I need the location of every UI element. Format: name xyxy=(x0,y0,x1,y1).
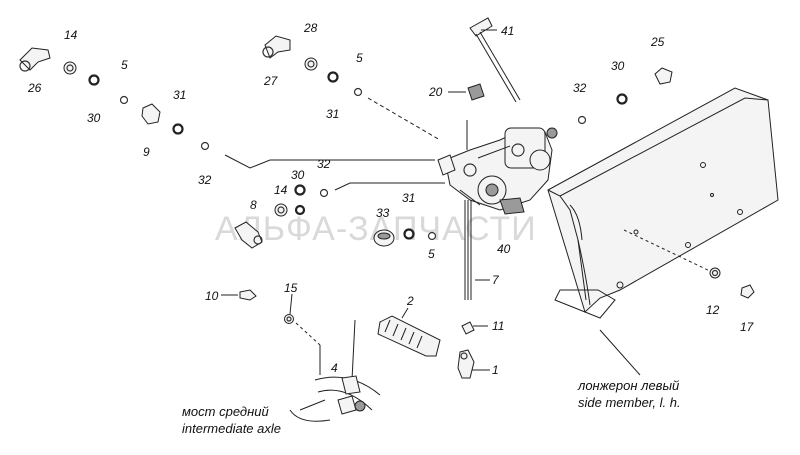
label-31-mid: 31 xyxy=(402,191,415,205)
valve-assembly-40 xyxy=(437,127,558,215)
label-32-right: 32 xyxy=(573,81,587,95)
label-2: 2 xyxy=(406,294,414,308)
label-30-right: 30 xyxy=(611,59,625,73)
nut-15 xyxy=(284,314,294,324)
bolt-10 xyxy=(239,289,257,301)
caption-axle-en: intermediate axle xyxy=(182,421,281,436)
ring-32-right xyxy=(577,115,587,125)
nut-12 xyxy=(709,267,721,279)
ring-30-top xyxy=(88,74,100,86)
label-7: 7 xyxy=(492,273,500,287)
adapter-9 xyxy=(141,103,161,125)
nut-17 xyxy=(740,284,755,299)
ring-31-top xyxy=(327,71,339,83)
label-26: 26 xyxy=(27,81,42,95)
label-28: 28 xyxy=(303,21,318,35)
label-15: 15 xyxy=(284,281,298,295)
fitting-25 xyxy=(654,67,673,85)
ring-32-left xyxy=(200,141,210,151)
cap-33 xyxy=(373,229,395,247)
label-5-bottom: 5 xyxy=(428,247,435,261)
label-33: 33 xyxy=(376,206,390,220)
part-number-labels: 14 26 30 5 9 31 32 28 27 31 5 41 20 32 3… xyxy=(27,21,755,377)
ring-5-bottom xyxy=(427,231,437,241)
label-5-mid: 5 xyxy=(356,51,363,65)
nut-14-mid xyxy=(274,203,288,217)
caption-member-en: side member, l. h. xyxy=(578,395,681,410)
elbow-27 xyxy=(262,35,291,59)
label-10: 10 xyxy=(205,289,219,303)
nut-11 xyxy=(461,321,475,335)
label-4: 4 xyxy=(331,361,338,375)
label-9: 9 xyxy=(143,145,150,159)
label-14-mid: 14 xyxy=(274,183,288,197)
ring-31-mid xyxy=(403,228,415,240)
ring-32-mid xyxy=(319,188,329,198)
caption-axle-ru: мост средний xyxy=(182,404,269,419)
label-30-top: 30 xyxy=(87,111,101,125)
ring-30-b xyxy=(294,204,306,216)
label-32-left: 32 xyxy=(198,173,212,187)
label-14-top: 14 xyxy=(64,28,78,42)
axle-link-4 xyxy=(289,375,381,422)
ring-30-right xyxy=(616,93,628,105)
lever-1 xyxy=(457,349,475,379)
nut-14-top xyxy=(63,61,77,75)
bolt-7 xyxy=(464,200,472,300)
label-40: 40 xyxy=(497,242,511,256)
nut-28 xyxy=(304,57,318,71)
label-30-mid: 30 xyxy=(291,168,305,182)
rod-41 xyxy=(469,17,521,103)
label-31-top: 31 xyxy=(326,107,339,121)
ring-5-mid xyxy=(353,87,363,97)
elbow-26 xyxy=(19,47,51,72)
label-41: 41 xyxy=(501,24,514,38)
label-17: 17 xyxy=(740,320,755,334)
ring-5-top xyxy=(119,95,129,105)
captions: мост средний intermediate axle лонжерон … xyxy=(182,378,681,436)
ring-30-mid xyxy=(294,184,306,196)
label-32-mid: 32 xyxy=(317,157,331,171)
leader-lines xyxy=(221,29,713,411)
side-member xyxy=(547,87,779,319)
label-8: 8 xyxy=(250,198,257,212)
ring-31-left xyxy=(172,123,184,135)
plug-20 xyxy=(467,83,485,101)
label-20: 20 xyxy=(428,85,443,99)
caption-member-ru: лонжерон левый xyxy=(577,378,679,393)
label-27: 27 xyxy=(263,74,279,88)
label-1: 1 xyxy=(492,363,499,377)
label-12: 12 xyxy=(706,303,720,317)
label-5-top: 5 xyxy=(121,58,128,72)
label-11: 11 xyxy=(492,319,504,333)
sleeve-2 xyxy=(377,315,441,357)
elbow-8 xyxy=(234,221,263,249)
label-25: 25 xyxy=(650,35,665,49)
label-31-left: 31 xyxy=(173,88,186,102)
